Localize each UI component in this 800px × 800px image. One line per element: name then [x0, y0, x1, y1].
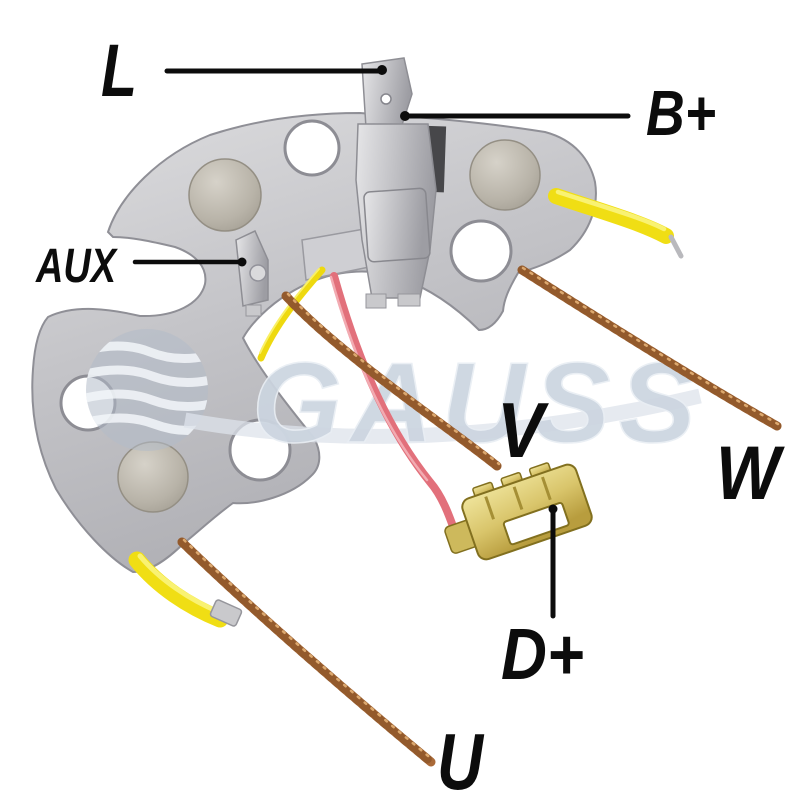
watermark-swoosh: [183, 388, 702, 444]
yellow-sleeve-left-highlight: [137, 553, 222, 615]
label-l: L: [101, 29, 137, 112]
mounting-hole: [283, 119, 341, 177]
label-d-plus: D+: [501, 615, 584, 695]
wires: [128, 188, 782, 767]
label-u: U: [437, 717, 485, 800]
label-aux: AUX: [35, 240, 118, 293]
diode-disc: [188, 158, 262, 232]
connector-body: [461, 463, 593, 561]
bracket-foot: [397, 293, 421, 307]
aux-foot: [245, 304, 262, 317]
leader-aux-dot: [237, 257, 247, 267]
aux-terminal: [235, 229, 269, 317]
terminal-labels: L B+ AUX V W D+ U: [35, 29, 785, 800]
leader-b-plus-dot: [400, 111, 410, 121]
b-plus-bracket: [301, 57, 447, 309]
diode-disc: [469, 139, 541, 211]
yellow-sleeve-right: [548, 188, 674, 244]
leader-l-dot: [377, 65, 387, 75]
copper-wire-v: [281, 291, 502, 471]
label-b-plus: B+: [646, 77, 716, 149]
diode-disc: [117, 441, 189, 513]
aux-screw: [249, 264, 267, 282]
sleeve-clip: [209, 599, 243, 627]
yellow-sleeve-right-highlight: [555, 189, 667, 232]
label-w: W: [716, 431, 786, 516]
bracket-foot: [365, 293, 387, 309]
yellow-wire: [257, 266, 326, 362]
rectifier-plate: [31, 111, 597, 574]
mounting-hole: [449, 219, 513, 283]
copper-wire-u: [177, 537, 436, 767]
tab-hole: [380, 93, 392, 105]
sleeve-right-wire-tip: [668, 234, 684, 259]
d-plus-connector: [444, 462, 593, 561]
leader-lines: [132, 65, 631, 619]
bracket-bolt: [363, 187, 431, 263]
red-wire-highlight: [329, 275, 429, 482]
copper-wire-w: [517, 265, 782, 431]
red-wire: [330, 272, 459, 536]
connector-ribs: [484, 476, 552, 520]
yellow-wire-highlight: [259, 268, 320, 354]
l-terminal-tab: [361, 57, 413, 129]
label-v: V: [497, 386, 549, 474]
leader-d-plus-dot: [548, 504, 558, 514]
